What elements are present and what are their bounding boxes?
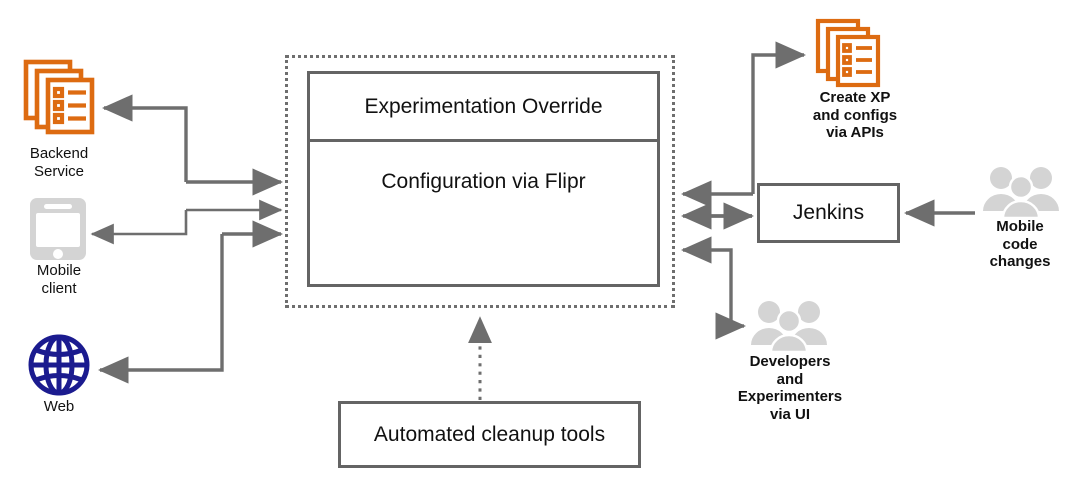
backend-service-label: Backend Service <box>4 145 114 180</box>
mobile-client-label-line2: client <box>41 279 77 297</box>
create-xp-label-line1: Create XP <box>819 89 891 106</box>
platform-stack[interactable]: Experimentation Override Configuration v… <box>307 71 660 287</box>
mobile-client-label-line1: Mobile <box>36 262 82 279</box>
create-xp-label-line2: and configs <box>812 106 898 124</box>
create-xp-document-stack-icon[interactable] <box>815 18 889 88</box>
mobile-code-changes-people-icon[interactable] <box>982 166 1060 220</box>
experimentation-override-row[interactable]: Experimentation Override <box>310 74 657 142</box>
mobile-code-changes-label-line1: Mobile <box>996 218 1044 235</box>
mobile-phone-icon[interactable] <box>28 196 88 262</box>
create-xp-label-line3: via APIs <box>826 124 884 142</box>
mobile-code-changes-label-line2: code <box>1002 235 1038 253</box>
wire-platform-to-web <box>97 234 224 384</box>
developers-experimenters-people-icon[interactable] <box>750 300 828 354</box>
backend-service-label-line1: Backend <box>29 145 89 162</box>
wire-developers-to-platform <box>680 236 733 326</box>
mobile-code-changes-label: Mobile code changes <box>965 218 1075 271</box>
developers-label-line1: Developers <box>749 353 831 370</box>
automated-cleanup-tools-box[interactable]: Automated cleanup tools <box>338 401 641 468</box>
create-xp-label: Create XP and configs via APIs <box>790 89 920 142</box>
globe-icon[interactable] <box>28 334 90 396</box>
web-label: Web <box>14 398 104 416</box>
platform-boundary <box>285 55 675 308</box>
backend-service-label-line2: Service <box>33 162 85 180</box>
backend-service-icon[interactable] <box>22 58 100 136</box>
mobile-client-label: Mobile client <box>4 262 114 297</box>
developers-label-line4: via UI <box>769 406 811 424</box>
wire-platform-to-backend <box>101 94 188 182</box>
developers-experimenters-label: Developers and Experimenters via UI <box>705 353 875 424</box>
configuration-via-flipr-row[interactable]: Configuration via Flipr <box>381 170 586 193</box>
jenkins-box[interactable]: Jenkins <box>757 183 900 243</box>
wire-platform-to-mobile <box>90 210 188 245</box>
developers-label-line3: Experimenters <box>737 388 843 406</box>
developers-label-line2: and <box>776 370 804 388</box>
web-label-line1: Web <box>43 398 75 415</box>
mobile-code-changes-label-line3: changes <box>989 253 1051 271</box>
